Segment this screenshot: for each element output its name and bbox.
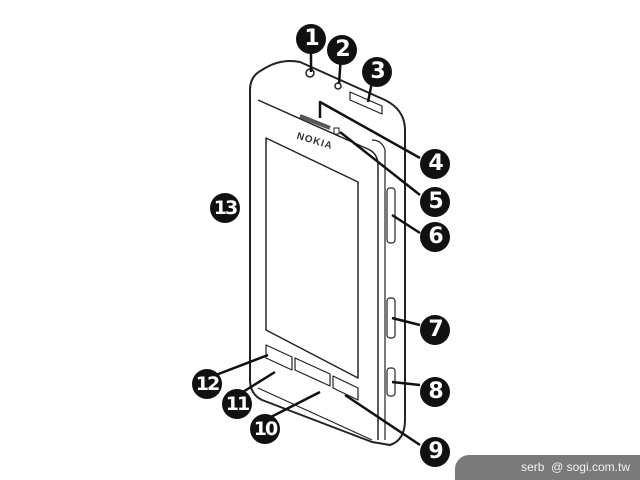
callout-4: 4 <box>420 149 450 179</box>
callout-6: 6 <box>420 222 450 252</box>
callout-2: 2 <box>327 35 357 65</box>
callout-12: 12 <box>192 369 222 399</box>
callout-10: 10 <box>250 414 280 444</box>
callout-1: 1 <box>296 24 326 54</box>
callout-3: 3 <box>362 57 392 87</box>
callout-5: 5 <box>420 187 450 217</box>
callout-11: 11 <box>222 389 252 419</box>
credit-footer: serb @ sogi.com.tw <box>455 455 640 480</box>
callout-9: 9 <box>420 437 450 467</box>
credit-text: serb @ sogi.com.tw <box>521 460 630 474</box>
callout-7: 7 <box>420 315 450 345</box>
callout-13: 13 <box>210 193 240 223</box>
callout-8: 8 <box>420 377 450 407</box>
